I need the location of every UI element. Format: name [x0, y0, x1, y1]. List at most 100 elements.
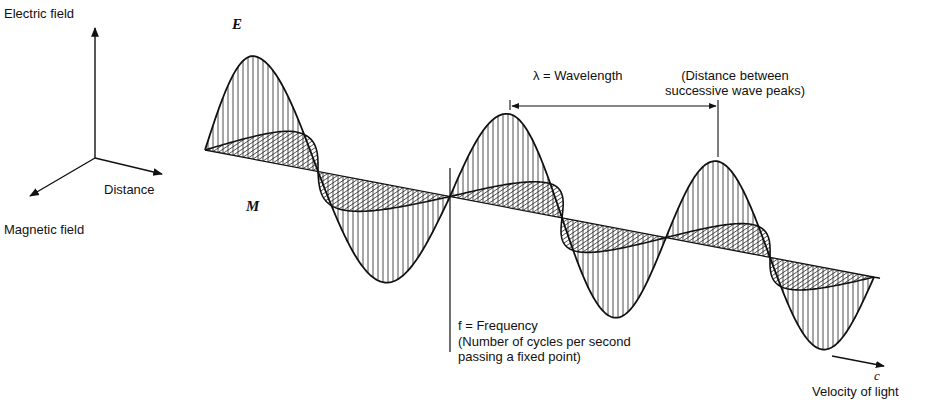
hatch-line: [468, 157, 469, 200]
hatch-line: [718, 161, 719, 247]
wavelength-label: λ = Wavelength: [533, 68, 622, 83]
hatch-line: [268, 65, 269, 162]
hatch-line: [308, 145, 309, 170]
hatch-line: [733, 173, 734, 250]
hatch-line: [218, 111, 219, 153]
hatch-line: [273, 71, 274, 163]
hatch-line: [258, 57, 259, 160]
hatch-line: [523, 124, 524, 210]
hatch-line: [268, 136, 307, 162]
field-symbol: E: [232, 16, 242, 33]
hatch-line: [473, 147, 474, 201]
hatch-line: [678, 209, 679, 240]
hatch-line: [623, 229, 624, 315]
hatch-line: [638, 232, 639, 299]
electric-hatching: [208, 56, 868, 349]
hatch-line: [343, 176, 344, 232]
hatch-line: [748, 201, 749, 253]
hatch-line: [728, 168, 729, 250]
distance-axis: [95, 158, 162, 174]
hatch-line: [288, 96, 289, 165]
velocity-label: Velocity of light: [812, 384, 899, 399]
hatch-line: [378, 183, 379, 281]
hatch-line: [573, 220, 574, 250]
hatch-line: [428, 192, 429, 240]
hatch-line: [743, 236, 768, 253]
hatch-line: [348, 177, 349, 242]
hatch-line: [613, 228, 614, 318]
hatch-line: [698, 172, 699, 243]
wavelength-note: (Distance between successive wave peaks): [660, 68, 810, 98]
hatch-line: [408, 189, 409, 271]
hatch-line: [803, 264, 804, 334]
hatch-line: [528, 132, 529, 212]
hatch-line: [333, 174, 334, 209]
hatch-line: [463, 167, 464, 199]
hatch-line: [223, 98, 224, 154]
hatch-line: [349, 185, 388, 211]
hatch-line: [633, 231, 634, 306]
hatch-line: [278, 78, 279, 164]
hatch-line: [233, 75, 234, 155]
velocity-symbol: c: [874, 368, 880, 383]
hatch-line: [808, 265, 809, 340]
propagation-axis: [205, 150, 880, 278]
hatch-line: [743, 190, 744, 252]
hatch-line: [738, 181, 739, 251]
hatch-line: [618, 228, 619, 317]
frequency-note: (Number of cycles per second passing a f…: [458, 334, 648, 364]
hatch-line: [483, 131, 484, 203]
dimension-tick: [509, 100, 510, 110]
axis-label: Electric field: [4, 6, 74, 21]
axes-triad: [30, 28, 162, 196]
hatch-line: [383, 184, 384, 282]
field-symbol: M: [246, 198, 259, 215]
hatch-line: [373, 182, 374, 277]
hatch-line: [493, 120, 494, 205]
hatch-line: [339, 183, 378, 209]
hatch-line: [628, 230, 629, 311]
hatch-line: [248, 57, 249, 158]
axis-label: Magnetic field: [4, 222, 84, 237]
frequency-marker: [449, 168, 450, 352]
hatch-line: [518, 119, 519, 210]
hatch-line: [648, 234, 649, 280]
hatch-line: [358, 179, 359, 260]
hatch-line: [593, 224, 594, 297]
hatch-line: [603, 226, 604, 311]
hatch-line: [298, 119, 299, 168]
hatch-line: [753, 212, 754, 254]
hatch-line: [388, 185, 389, 283]
hatch-line: [833, 269, 834, 346]
axis-label: Distance: [104, 182, 155, 197]
hatch-line: [293, 107, 294, 166]
hatch-line: [683, 198, 684, 241]
hatch-line: [508, 114, 509, 208]
hatch-line: [513, 115, 514, 208]
hatch-line: [708, 163, 709, 245]
hatch-line: [423, 191, 424, 249]
hatch-line: [328, 173, 329, 197]
magnetic-hatching: [208, 131, 868, 290]
hatch-line: [598, 225, 599, 305]
hatch-line: [713, 161, 714, 246]
hatch-line: [793, 262, 794, 315]
wavelength-dimension: [510, 100, 718, 157]
hatch-line: [263, 60, 264, 161]
hatch-line: [418, 190, 419, 257]
hatch-line: [503, 114, 504, 206]
magnetic-axis: [30, 158, 95, 196]
hatch-line: [818, 266, 819, 348]
hatch-line: [363, 180, 364, 267]
hatch-line: [578, 221, 579, 263]
hatch-line: [798, 263, 799, 325]
hatch-line: [863, 275, 864, 301]
hatch-line: [543, 164, 544, 214]
hatch-line: [403, 188, 404, 276]
hatch-line: [253, 56, 254, 159]
hatch-line: [783, 260, 784, 292]
electric-axis: [94, 28, 95, 158]
hatch-line: [353, 178, 354, 252]
hatch-line: [303, 132, 304, 169]
